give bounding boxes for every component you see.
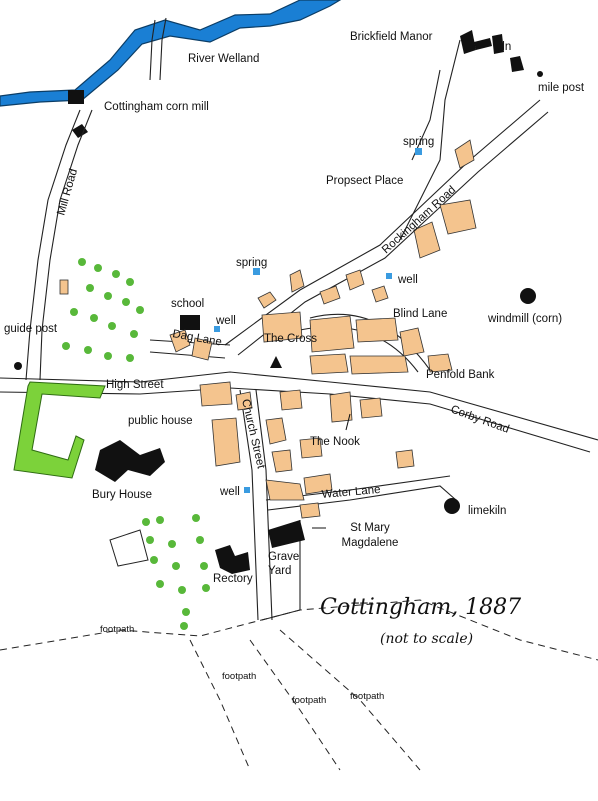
well-rockingham-label: well xyxy=(397,274,418,286)
footpaths xyxy=(0,599,598,771)
dark-buildings xyxy=(95,30,524,574)
map-labels: River Welland Cottingham corn mill Mill … xyxy=(4,31,585,706)
water-lane-label: Water Lane xyxy=(321,484,381,501)
the-cross-label: The Cross xyxy=(264,333,317,345)
bury-house-label: Bury House xyxy=(92,489,152,501)
mill-road-label: Mill Road xyxy=(55,167,80,216)
mill-outbuilding xyxy=(72,124,88,138)
corby-road-label: Corby Road xyxy=(449,404,511,436)
blind-lane-label: Blind Lane xyxy=(393,308,447,320)
footpath-label-3: footpath xyxy=(292,695,326,706)
houses xyxy=(59,139,477,519)
corn-mill-label: Cottingham corn mill xyxy=(104,101,209,113)
well-church-label: well xyxy=(219,486,240,498)
church-label: St Mary Magdalene xyxy=(341,522,399,549)
penfold-label: Penfold Bank xyxy=(426,369,495,381)
guide-post-label: guide post xyxy=(4,323,58,335)
spring-centre-label: spring xyxy=(236,257,267,269)
map-subtitle: (not to scale) xyxy=(380,631,473,647)
windmill-icon xyxy=(520,288,536,304)
the-cross-icon xyxy=(270,356,282,368)
bury-house-hedge xyxy=(13,381,106,479)
the-nook-label: The Nook xyxy=(310,436,360,448)
mile-post-label: mile post xyxy=(538,82,585,94)
well-markers xyxy=(214,148,422,493)
church-street-label: Church Street xyxy=(239,398,267,471)
mile-post-icon xyxy=(537,71,543,77)
brickfield-label: Brickfield Manor xyxy=(350,31,433,43)
river-welland xyxy=(0,0,342,107)
garden-enclosure xyxy=(109,529,149,567)
kiln-label: kiln xyxy=(494,41,511,53)
prospect-label: Propsect Place xyxy=(326,175,403,187)
footpath-label-4: footpath xyxy=(350,691,384,702)
graveyard-label: Grave Yard xyxy=(268,551,300,577)
footpath-label-1: footpath xyxy=(100,624,134,635)
limekiln-icon xyxy=(444,498,460,514)
public-house-label: public house xyxy=(128,415,193,427)
spring-north-label: spring xyxy=(403,136,434,148)
well-school-label: well xyxy=(215,315,236,327)
footpath-label-2: footpath xyxy=(222,671,256,682)
nook-arrow xyxy=(345,413,351,431)
school-label: school xyxy=(171,298,204,310)
map-title: Cottingham, 1887 xyxy=(320,595,521,620)
guide-post-icon xyxy=(14,362,22,370)
rectory-label: Rectory xyxy=(213,573,253,585)
windmill-label: windmill (corn) xyxy=(487,313,562,325)
trees xyxy=(62,258,210,630)
river-label: River Welland xyxy=(188,53,259,65)
limekiln-label: limekiln xyxy=(468,505,506,517)
high-street-label: High Street xyxy=(106,379,164,391)
corn-mill-building xyxy=(68,90,84,104)
